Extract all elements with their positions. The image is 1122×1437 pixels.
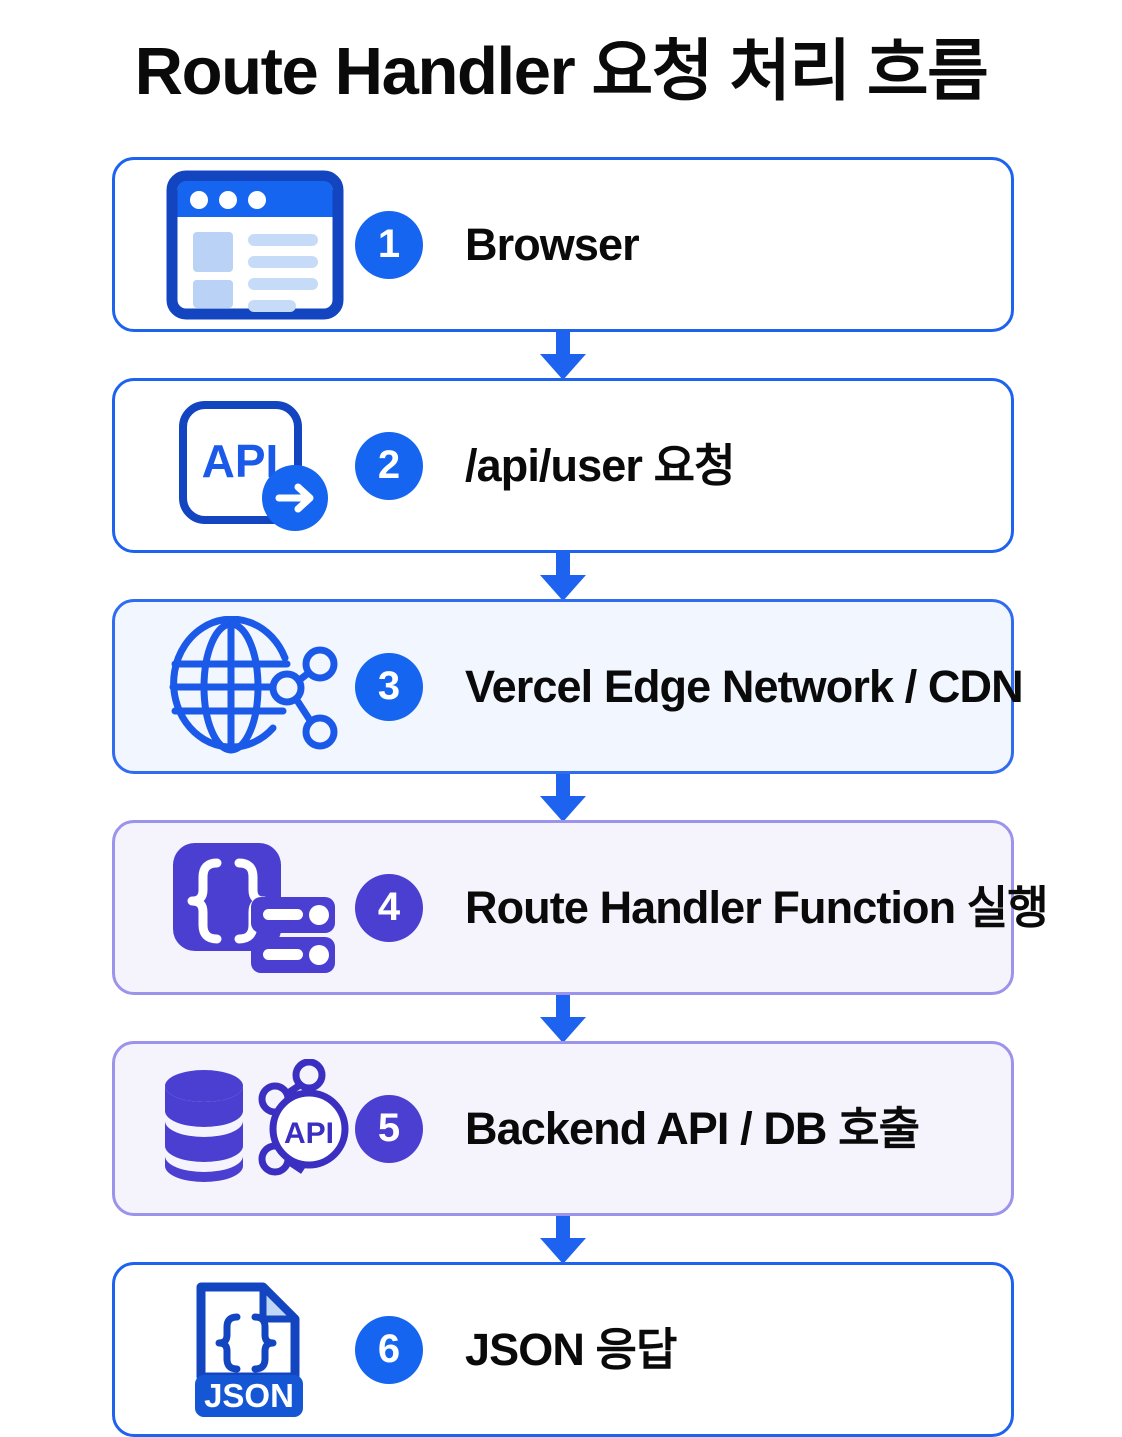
diagram-page: Route Handler 요청 처리 흐름: [112, 34, 1049, 1437]
flow-step-label: Vercel Edge Network / CDN: [465, 660, 1024, 712]
database-api-node-icon: API: [155, 1058, 355, 1199]
step-number-badge: 3: [355, 652, 423, 721]
step-number-badge: 6: [355, 1315, 423, 1384]
step-number-badge: 5: [355, 1094, 423, 1163]
browser-window-icon: [155, 170, 355, 320]
flow-container: 1 Browser API 2 /api/user 요청: [112, 157, 1049, 1437]
globe-network-icon: [155, 615, 355, 758]
arrow-down-icon: [112, 766, 1014, 822]
flow-step-2-api-request[interactable]: API 2 /api/user 요청: [112, 378, 1014, 553]
step-number-badge: 1: [355, 210, 423, 279]
svg-text:API: API: [284, 1117, 334, 1150]
flow-step-6-json-response[interactable]: JSON 6 JSON 응답: [112, 1262, 1014, 1437]
arrow-down-icon: [112, 545, 1014, 601]
arrow-down-icon: [112, 324, 1014, 380]
flow-step-label: JSON 응답: [465, 1323, 677, 1375]
flow-step-label: Backend API / DB 호출: [465, 1102, 920, 1154]
flow-step-label: Browser: [465, 218, 640, 270]
code-braces-server-icon: [155, 837, 355, 979]
json-file-icon: JSON: [155, 1279, 355, 1421]
step-number-badge: 2: [355, 431, 423, 500]
flow-step-label: Route Handler Function 실행: [465, 881, 1049, 933]
svg-text:API: API: [202, 435, 279, 487]
step-number-badge: 4: [355, 873, 423, 942]
flow-step-4-route-handler-function[interactable]: 4 Route Handler Function 실행: [112, 820, 1049, 995]
api-request-icon: API: [155, 395, 355, 537]
page-title: Route Handler 요청 처리 흐름: [134, 34, 989, 109]
flow-step-label: /api/user 요청: [465, 439, 735, 491]
flow-step-1-browser[interactable]: 1 Browser: [112, 157, 1014, 332]
arrow-down-icon: [112, 1208, 1014, 1264]
svg-text:JSON: JSON: [204, 1377, 294, 1414]
flow-step-5-backend-api-db[interactable]: API 5 Backend API / DB 호출: [112, 1041, 1014, 1216]
arrow-down-icon: [112, 987, 1014, 1043]
flow-step-3-edge-network[interactable]: 3 Vercel Edge Network / CDN: [112, 599, 1024, 774]
